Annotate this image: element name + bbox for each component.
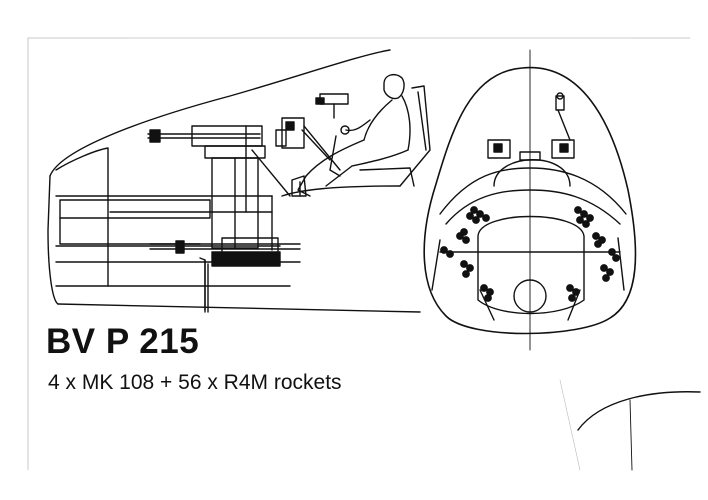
fuselage-front-section: [423, 49, 637, 351]
ground-line: [629, 399, 633, 471]
rocket-battery-right: [566, 206, 620, 302]
lower-cannon: [149, 237, 301, 313]
front-upper-cannons: [487, 92, 575, 161]
pilot-seat: [359, 85, 431, 187]
pilot-figure: [297, 73, 411, 197]
gunsight: [315, 93, 349, 119]
page-border: [27, 37, 691, 471]
instrument-panel: [275, 117, 341, 171]
wing-fragment: [577, 391, 701, 431]
diagram-title: BV P 215: [46, 322, 200, 361]
rocket-tubes: [431, 237, 625, 321]
fuselage-side-view: [47, 49, 431, 313]
diagram-subtitle: 4 x MK 108 + 56 x R4M rockets: [48, 371, 342, 394]
rocket-battery-left: [440, 206, 494, 302]
upper-cannon: [147, 125, 266, 249]
